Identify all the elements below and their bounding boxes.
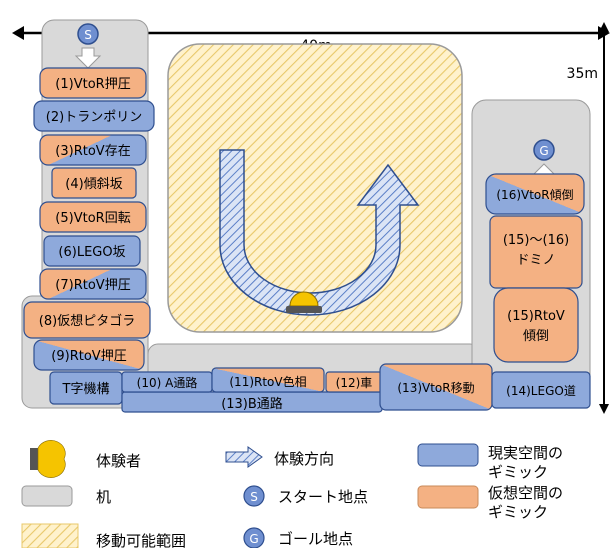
gimmick-6: [43, 235, 141, 267]
gimmick-16-label: (16)VtoR傾倒: [496, 188, 573, 202]
gimmick-15-label-a: (15)RtoV: [507, 309, 565, 324]
legend-real-label: 現実空間の: [488, 444, 563, 462]
gimmick-13-label: (13)VtoR移動: [397, 381, 474, 395]
legend-goal-badge: G: [249, 532, 258, 546]
gimmick-4: [51, 167, 137, 199]
legend-person-icon: [30, 440, 66, 478]
gimmick-3: [39, 134, 147, 166]
start-marker: S: [74, 23, 102, 69]
gimmick-3-label: (3)RtoV存在: [55, 144, 130, 159]
gimmick-1: [39, 67, 147, 99]
gimmick-blocks: [23, 67, 591, 413]
legend-start-badge: S: [250, 490, 258, 504]
legend-start-label: スタート地点: [278, 488, 368, 506]
gimmick-7-label: (7)RtoV押圧: [55, 278, 130, 293]
gimmick-10-label: (10) A通路: [137, 375, 198, 390]
gimmick-14: [491, 371, 591, 409]
gimmick-2-label: (2)トランポリン: [46, 110, 142, 125]
gimmick-11-label: (11)RtoV色相: [229, 375, 306, 389]
gimmick-15-label-b: 傾倒: [523, 329, 549, 344]
gimmick-1-label: (1)VtoR押圧: [55, 77, 130, 92]
goal-badge: G: [539, 144, 548, 158]
legend-desk-label: 机: [96, 488, 111, 506]
legend-direction-icon: [225, 446, 263, 468]
gimmick-4-label: (4)傾斜坂: [65, 177, 122, 192]
start-badge: S: [84, 28, 92, 42]
gimmick-15-16: [489, 215, 583, 289]
legend-movable-swatch: [21, 523, 79, 548]
height-label: 35m: [567, 66, 598, 82]
legend-movable-label: 移動可能範囲: [96, 532, 186, 548]
legend-goal-label: ゴール地点: [278, 530, 353, 548]
legend-real-swatch: [417, 443, 479, 467]
legend: 体験者 体験方向 現実空間の ギミック 机 S スタート地点 仮想空間の ギミッ…: [21, 440, 563, 548]
gimmick-2: [33, 100, 155, 132]
gimmick-5-label: (5)VtoR回転: [55, 211, 130, 226]
gimmick-8-label: (8)仮想ピタゴラ: [39, 313, 135, 329]
gimmick-7: [39, 268, 147, 300]
gimmick-16: [485, 173, 585, 215]
gimmick-5: [39, 201, 147, 233]
legend-real-label-2: ギミック: [488, 463, 548, 481]
gimmick-15-16-label-a: (15)～(16): [503, 233, 569, 248]
legend-virtual-label: 仮想空間の: [488, 484, 563, 502]
legend-goal-icon: G: [243, 527, 265, 548]
gimmick-9-label: (9)RtoV押圧: [51, 349, 126, 364]
legend-person-label: 体験者: [96, 452, 141, 470]
gimmick-t-label: T字機構: [62, 382, 110, 397]
legend-virtual-swatch: [417, 485, 479, 509]
gimmick-6-label: (6)LEGO坂: [58, 245, 125, 260]
gimmick-12-label: (12)車: [336, 376, 373, 390]
gimmick-8: [23, 301, 151, 339]
gimmick-15-16-label-b: ドミノ: [516, 253, 555, 268]
legend-virtual-label-2: ギミック: [488, 503, 548, 521]
gimmick-14-label: (14)LEGO道: [506, 384, 576, 398]
gimmick-11: [211, 367, 325, 393]
gimmick-13b-label: (13)B通路: [221, 396, 283, 412]
gimmick-labels: (1)VtoR押圧 (2)トランポリン (3)RtoV存在 (4)傾斜坂 (5)…: [39, 77, 576, 412]
experiencer-icon: [286, 291, 322, 313]
gimmick-9: [33, 339, 145, 371]
legend-start-icon: S: [243, 485, 265, 507]
experience-direction-path: [219, 149, 420, 316]
gimmick-15: [493, 287, 579, 363]
movable-area: [167, 43, 463, 333]
legend-direction-label: 体験方向: [274, 450, 334, 468]
legend-desk-swatch: [21, 485, 73, 507]
dimension-height: [599, 22, 609, 414]
